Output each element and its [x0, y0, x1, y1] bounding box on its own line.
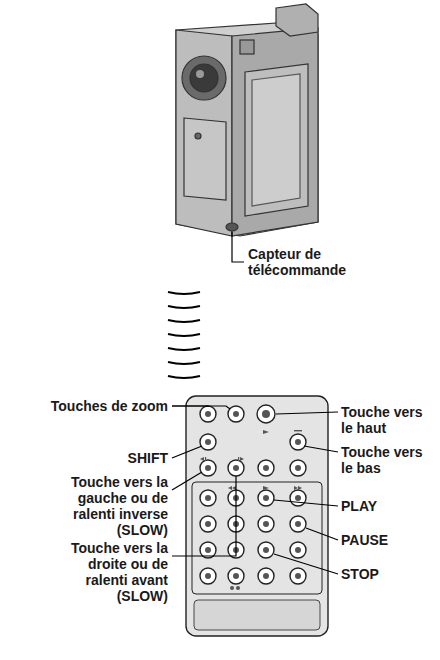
callout-label: PAUSE [341, 532, 437, 548]
callout-label: Touche vers le bas [341, 444, 437, 476]
remote-control [186, 396, 328, 636]
callout-label: Touches de zoom [50, 398, 168, 414]
callout-label: SHIFT [50, 450, 168, 466]
callout-label: Touche vers la gauche ou de ralenti inve… [50, 474, 168, 538]
sensor-label: Capteur de télécommande [248, 246, 388, 278]
camcorder [176, 4, 318, 236]
leader-line [232, 232, 244, 262]
callout-label: PLAY [341, 498, 437, 514]
callout-label: Touche vers la droite ou de ralenti avan… [50, 540, 168, 604]
callout-label: STOP [341, 566, 437, 582]
callout-label: Touche vers le haut [341, 404, 437, 436]
ir-waves [168, 292, 200, 378]
leader-lines [172, 406, 338, 574]
